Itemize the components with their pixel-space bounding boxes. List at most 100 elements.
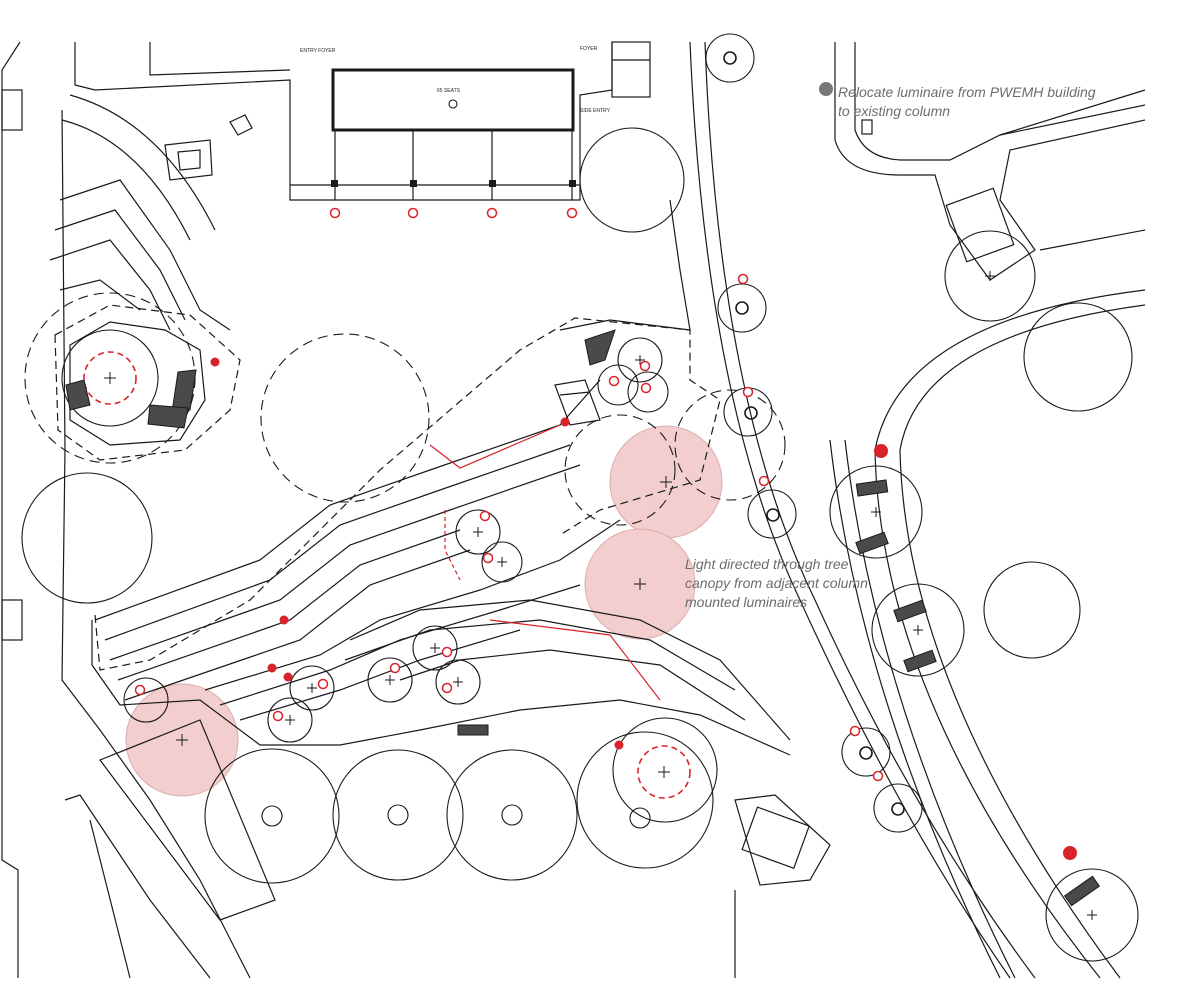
amphitheatre-tier — [109, 464, 581, 661]
tree-centre-cross — [658, 766, 670, 778]
tree-canopy — [747, 489, 797, 539]
tree-canopy — [579, 127, 685, 233]
building-inner-wall — [149, 42, 291, 76]
legend-dot — [819, 82, 833, 96]
bollard — [766, 508, 780, 522]
east-plaza-edge — [1039, 229, 1146, 251]
east-planter — [945, 187, 1015, 263]
hatched-seat — [855, 479, 889, 497]
amphitheatre-tier — [117, 529, 461, 681]
tree-canopy-light-note: Light directed through tree canopy from … — [685, 555, 915, 612]
tree-canopy — [61, 329, 159, 427]
luminaire-ring — [441, 646, 453, 658]
west-pier — [1, 599, 23, 641]
cable-route — [489, 619, 661, 701]
tree-centre-cross — [913, 625, 923, 635]
tree-canopy — [717, 283, 767, 333]
luminaire-ring — [407, 207, 419, 219]
hatched-seat — [65, 379, 91, 411]
road-edge — [844, 439, 1016, 979]
tree-canopy — [627, 371, 669, 413]
label-entry-foyer: ENTRY FOYER — [300, 48, 336, 54]
red-dashed-features — [83, 351, 691, 799]
hatched-seat — [903, 649, 937, 673]
hatched-blocks — [65, 329, 1101, 907]
tree-note-line-2: canopy from adjacent column — [685, 575, 868, 591]
bollard — [735, 301, 749, 315]
tree-canopy — [21, 472, 153, 604]
luminaire-dot — [1063, 846, 1077, 860]
octagon-seating-outer — [54, 304, 241, 461]
auditorium-block — [331, 68, 575, 132]
luminaire-dot — [560, 417, 570, 427]
tree-centre-cross — [871, 507, 881, 517]
future-tree-canopy — [674, 389, 786, 501]
west-pier — [1, 89, 23, 131]
tree-canopy — [267, 697, 313, 743]
tree-centre-cross — [385, 675, 395, 685]
tree-canopy — [597, 364, 639, 406]
tree-centre-cross — [634, 578, 646, 590]
tree-canopy — [983, 561, 1081, 659]
tree-canopy — [123, 677, 169, 723]
tree-canopies — [21, 33, 1139, 962]
tree-centre-cross — [497, 557, 507, 567]
feature-uplight-ring — [83, 351, 137, 405]
hatched-seat — [893, 599, 927, 623]
terrace-steps — [59, 179, 231, 331]
luminaire-ring — [317, 678, 329, 690]
hatched-seat — [147, 404, 189, 429]
amphitheatre-tier — [349, 599, 791, 741]
column — [410, 180, 417, 187]
tree-canopy — [1045, 868, 1139, 962]
kerb-curve — [899, 304, 1146, 979]
bleacher-stair — [64, 794, 211, 979]
tree-canopy — [387, 804, 409, 826]
luminaire-ring — [737, 273, 749, 285]
tree-canopy — [841, 727, 891, 777]
luminaire-ring — [758, 475, 770, 487]
tree-centre-cross — [176, 734, 188, 746]
amphitheatre-tier — [219, 584, 581, 706]
tree-centre-cross — [1087, 910, 1097, 920]
tree-canopy — [705, 33, 755, 83]
luminaire-ring — [479, 510, 491, 522]
tree-canopy — [617, 337, 663, 383]
curved-seating-wall — [69, 94, 216, 231]
building-outline — [74, 42, 613, 201]
road-edge — [689, 41, 1011, 979]
tree-canopy — [871, 583, 965, 677]
tree-canopy — [944, 230, 1036, 322]
luminaire-ring — [742, 386, 754, 398]
tree-canopy — [873, 783, 923, 833]
label-side-entry: SIDE ENTRY — [580, 108, 611, 114]
tree-canopy — [829, 465, 923, 559]
amphitheatre-tier — [344, 619, 736, 691]
building-columns — [331, 180, 576, 187]
luminaire-ring — [608, 375, 620, 387]
tree-trunk — [448, 99, 458, 109]
luminaire-ring — [329, 207, 341, 219]
bollard — [744, 406, 758, 420]
stair-core — [611, 41, 651, 98]
road-edge — [704, 41, 1036, 979]
tree-canopy — [455, 509, 501, 555]
relocate-note-line-2: to existing column — [838, 103, 951, 119]
luminaire-dot — [210, 357, 220, 367]
terrace-steps — [54, 209, 186, 321]
tree-glow-areas — [125, 425, 723, 797]
amphitheatre-tier — [104, 444, 571, 641]
tree-canopy — [289, 665, 335, 711]
bollards — [723, 51, 905, 816]
tree-note-line-1: Light directed through tree — [685, 556, 849, 572]
luminaire-dot — [874, 444, 888, 458]
relocate-note-line-1: Relocate luminaire from PWEMH building — [838, 84, 1096, 100]
luminaire-ring — [639, 360, 651, 372]
east-column-box — [861, 119, 873, 135]
future-tree-canopy — [564, 414, 676, 526]
planter-small — [229, 114, 253, 136]
terrace-steps — [59, 279, 141, 311]
tree-canopy — [612, 717, 718, 823]
luminaire-ring — [566, 207, 578, 219]
